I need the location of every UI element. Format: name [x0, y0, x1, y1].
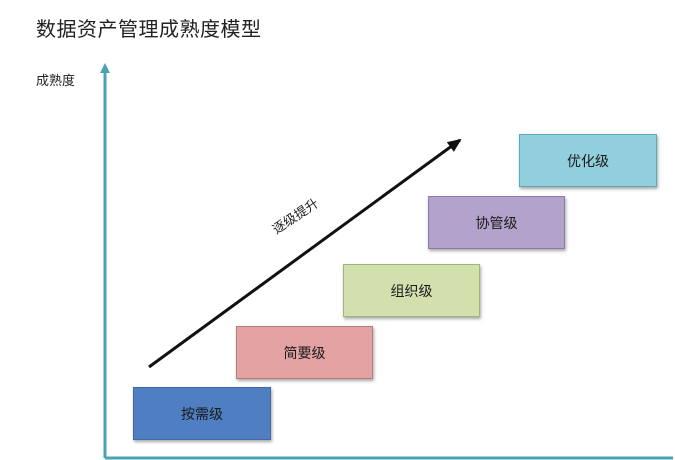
diagram-title: 数据资产管理成熟度模型: [36, 17, 262, 41]
progression-arrow: [148, 138, 462, 369]
level-collaborative: 协管级: [428, 196, 565, 249]
level-organizational: 组织级: [343, 264, 480, 317]
level-basic: 简要级: [236, 326, 373, 379]
level-optimized: 优化级: [519, 134, 657, 187]
level-on-demand: 按需级: [133, 387, 271, 440]
y-axis-label: 成熟度: [36, 74, 76, 89]
